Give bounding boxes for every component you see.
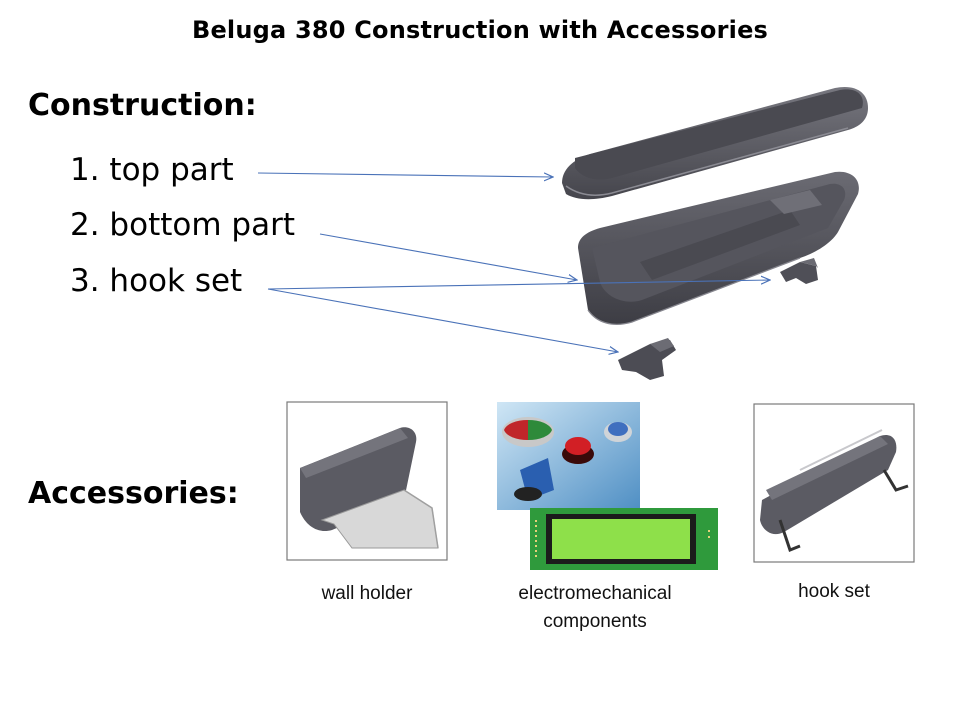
accessories-heading: Accessories: [28, 476, 239, 511]
construction-item-top-part: 1. top part [70, 152, 234, 188]
callout-arrows [257, 173, 770, 352]
caption-line: wall holder [321, 583, 413, 604]
electromechanical-buttons-photo [497, 402, 640, 510]
hook-piece-lower [618, 338, 676, 380]
construction-item-hook-set: 3. hook set [70, 263, 243, 299]
hook-set-photo [753, 403, 915, 563]
bottom-part-image [578, 171, 859, 325]
top-part-image [562, 86, 868, 200]
construction-heading: Construction: [28, 88, 257, 123]
caption-wall-holder: wall holder [287, 580, 447, 608]
caption-line: electromechanical [518, 583, 672, 604]
caption-line: hook set [798, 581, 870, 602]
slide-title: Beluga 380 Construction with Accessories [191, 16, 769, 44]
caption-electromechanical-components: electromechanical components [480, 580, 710, 636]
caption-hook-set: hook set [754, 578, 914, 606]
construction-item-bottom-part: 2. bottom part [70, 207, 295, 243]
wall-holder-photo [286, 401, 448, 561]
caption-line: components [543, 611, 647, 632]
lcd-display-photo [530, 508, 718, 570]
hook-piece-right [780, 258, 818, 284]
